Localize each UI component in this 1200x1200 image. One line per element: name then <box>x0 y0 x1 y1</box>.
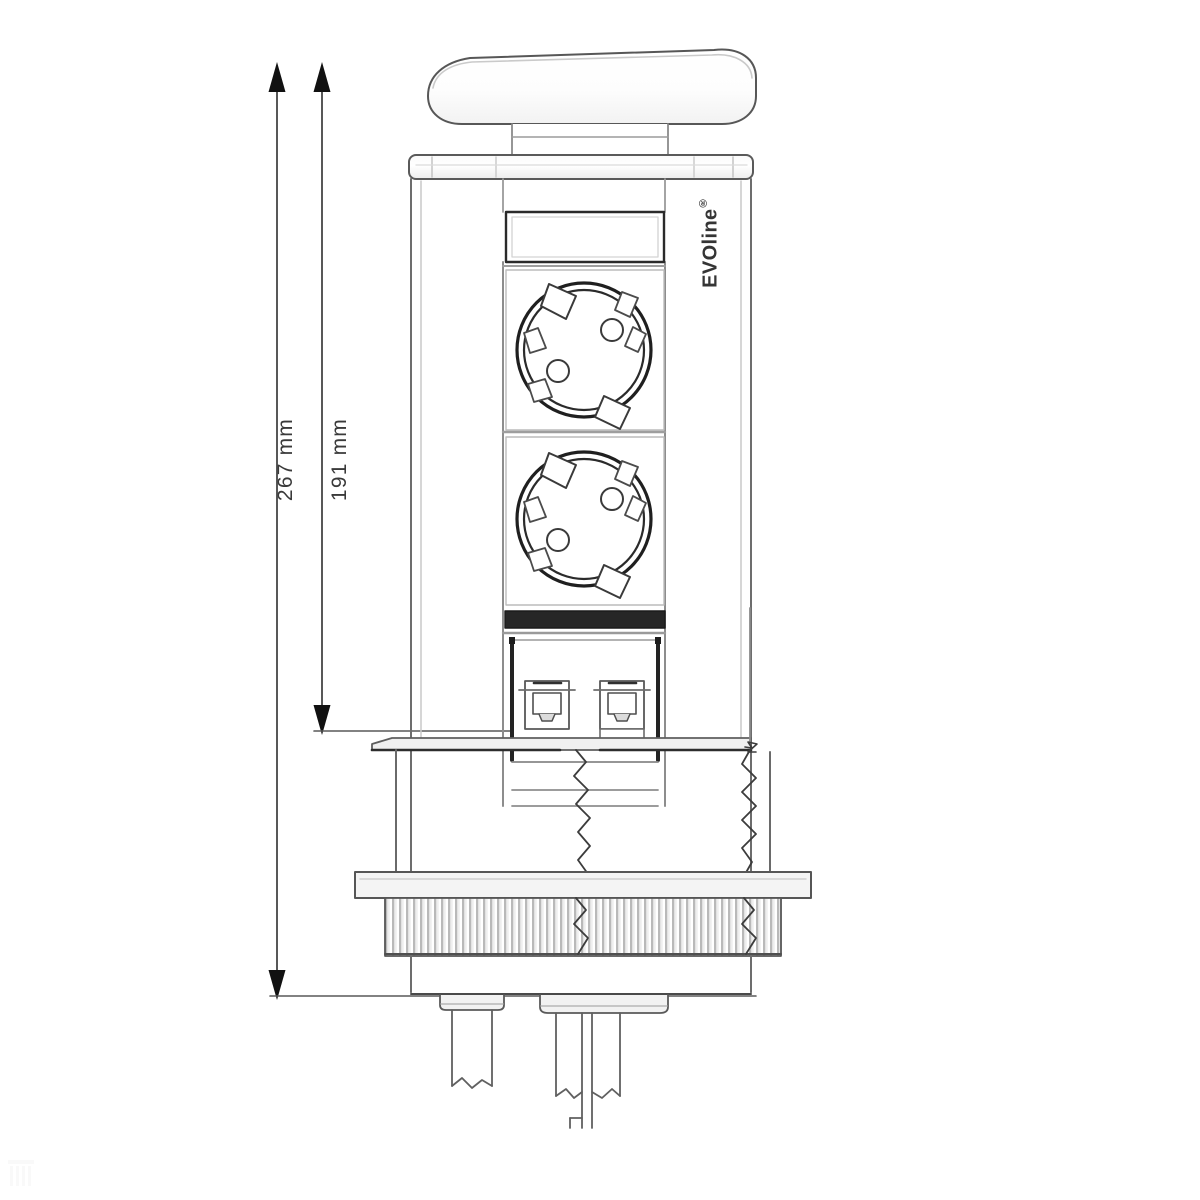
dimension-label-overall-height: 267 mm <box>274 418 297 502</box>
rj45-jack-1 <box>518 680 576 730</box>
break-line-flange <box>573 749 591 875</box>
registered-trademark-icon: ® <box>697 196 709 209</box>
dimension-267 <box>268 62 757 1000</box>
knurled-locking-ring <box>354 871 812 957</box>
cable-exit-right <box>539 994 669 1129</box>
head-collar-rim <box>408 154 754 180</box>
schuko-socket-1 <box>501 269 667 434</box>
rj45-jack-2 <box>593 680 651 746</box>
schuko-socket-2 <box>505 436 665 606</box>
brand-logo-evoline: EVOline® <box>697 196 723 288</box>
break-line-right <box>741 607 758 877</box>
dimension-label-above-surface-height: 191 mm <box>328 418 351 502</box>
brand-name: EVOline <box>699 208 722 288</box>
top-cap <box>427 48 757 125</box>
base-body <box>410 955 752 995</box>
cable-exit-left <box>439 994 505 1089</box>
data-module-bay <box>509 637 661 807</box>
module-column <box>502 178 666 807</box>
mounting-flange <box>370 737 771 879</box>
display-panel <box>502 210 666 267</box>
divider-band <box>501 610 667 635</box>
corner-watermark-icon <box>8 1160 34 1186</box>
